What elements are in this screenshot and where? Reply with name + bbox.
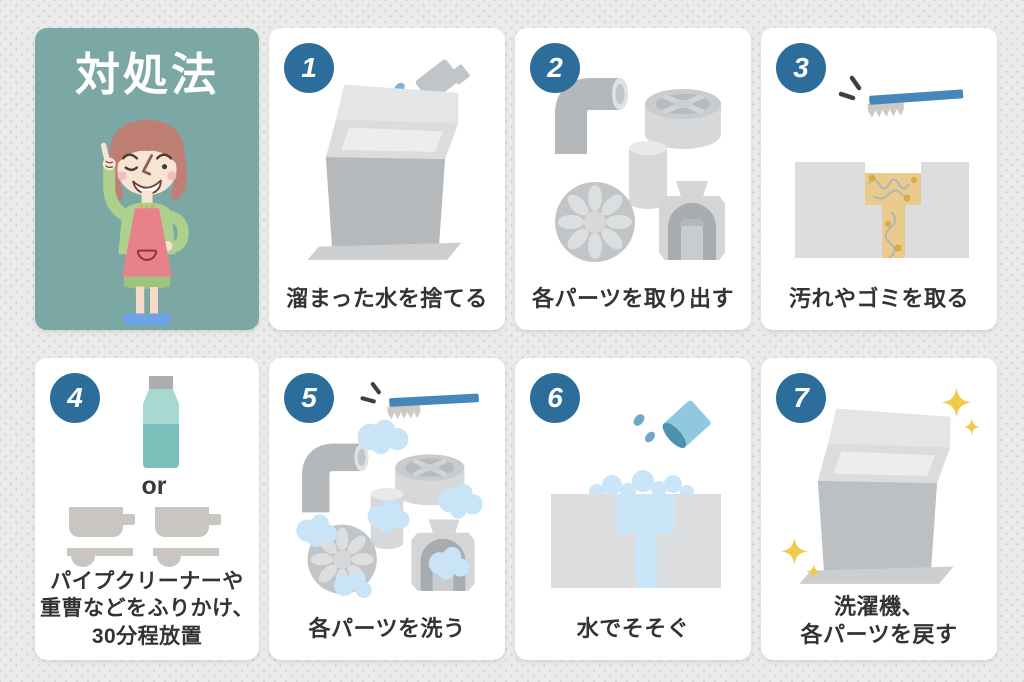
step-number: 7 xyxy=(793,382,809,413)
step-number: 6 xyxy=(547,382,563,413)
sparkles xyxy=(780,387,981,580)
step-card-2: 2 xyxy=(515,28,751,330)
caption-line: 各パーツを洗う xyxy=(308,616,466,642)
caption-line: 各パーツを戻す xyxy=(800,622,958,648)
caption-line: 重曹などをふりかけ、 xyxy=(40,597,254,621)
washing-machine-pour-water-icon xyxy=(307,59,470,260)
step-3-illustration-area xyxy=(761,50,997,265)
caption-line: 汚れやゴミを取る xyxy=(788,286,969,312)
step-number-badge: 7 xyxy=(776,373,826,423)
machine-parts-icon xyxy=(555,78,725,262)
title-card: 対処法 xyxy=(35,28,259,330)
step-caption: 溜まった水を捨てる xyxy=(273,285,501,314)
step-number-badge: 1 xyxy=(284,43,334,93)
step-card-1: 1 溜まった水を捨てる xyxy=(269,28,505,330)
or-label: or xyxy=(141,472,167,500)
step-number-badge: 4 xyxy=(50,373,100,423)
step-number-badge: 3 xyxy=(776,43,826,93)
caption-line: 水でそそぐ xyxy=(576,616,690,642)
caption-line: 30分程放置 xyxy=(91,624,203,648)
step-2-illustration-area xyxy=(515,50,751,265)
step-1-illustration-area xyxy=(269,50,505,264)
step-number-badge: 2 xyxy=(530,43,580,93)
caption-line: 溜まった水を捨てる xyxy=(286,286,488,312)
step-number: 5 xyxy=(301,382,317,413)
step-caption: 汚れやゴミを取る xyxy=(765,285,993,314)
step-6-illustration-area xyxy=(515,380,751,595)
step-number-badge: 6 xyxy=(530,373,580,423)
step-caption: 各パーツを取り出す xyxy=(519,285,747,314)
step-number: 2 xyxy=(547,52,563,83)
step-card-6: 6 xyxy=(515,358,751,660)
step-4-illustration-area: or xyxy=(35,358,259,660)
step-7-illustration-area xyxy=(761,380,997,590)
step-card-4: 4 or xyxy=(35,358,259,660)
step-card-5: 5 xyxy=(269,358,505,660)
step-number-badge: 5 xyxy=(284,373,334,423)
caption-line: 洗濯機、 xyxy=(833,593,924,619)
caption-line: パイプクリーナーや xyxy=(50,570,244,594)
step-caption: 各パーツを洗う xyxy=(273,615,501,644)
brush-dirty-drain-icon xyxy=(795,75,969,259)
step-number: 1 xyxy=(301,52,317,83)
card-grid: 対処法 xyxy=(35,28,997,660)
step-caption: 水でそそぐ xyxy=(519,615,747,644)
step-card-3: 3 xyxy=(761,28,997,330)
baking-soda-scoops-icon xyxy=(67,507,221,567)
step-number: 3 xyxy=(793,52,809,83)
step-5-illustration-area xyxy=(269,380,505,599)
step-number: 4 xyxy=(67,382,83,413)
step-caption: パイプクリーナーや 重曹などをふりかけ、 30分程放置 xyxy=(39,568,255,650)
caption-line: 各パーツを取り出す xyxy=(531,286,735,312)
clean-washing-machine-icon xyxy=(780,387,981,584)
rinse-drain-icon xyxy=(551,400,721,588)
pipe-cleaner-bottle-icon xyxy=(143,376,179,468)
parts-with-suds-icon xyxy=(296,382,483,598)
step-card-7: 7 洗濯機、 各パ xyxy=(761,358,997,660)
pointing-woman-illustration xyxy=(100,119,189,326)
page-title: 対処法 xyxy=(74,49,219,100)
step-caption: 洗濯機、 各パーツを戻す xyxy=(765,593,993,650)
